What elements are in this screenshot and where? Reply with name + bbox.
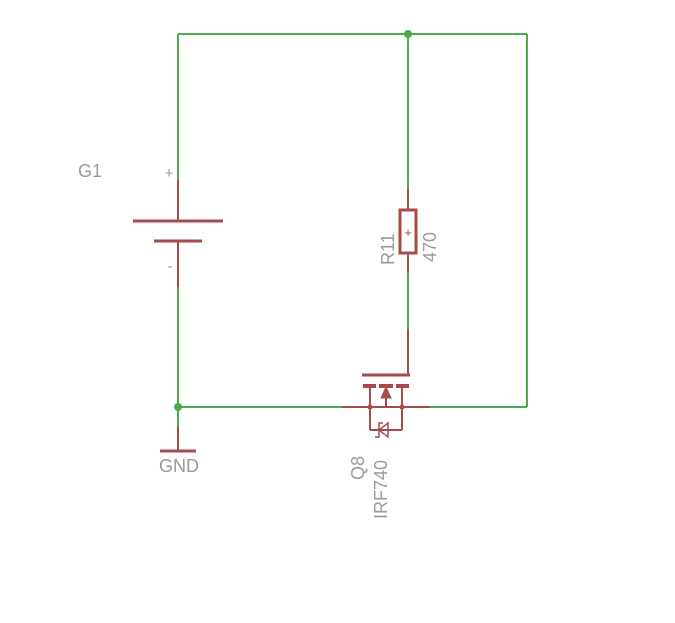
ground-label: GND [159,456,199,476]
mosfet-dot-left [367,404,373,410]
mosfet-name: Q8 [348,456,368,480]
battery-symbol [133,180,223,287]
resistor-plus-marker: + [404,225,412,240]
mosfet-arrow [380,385,392,399]
mosfet-dot-right [399,404,405,410]
wires [177,33,528,427]
resistor-symbol [398,190,418,272]
mosfet-diode-bar [375,422,383,438]
battery-name: G1 [78,161,102,181]
battery-minus-sign: - [168,258,173,275]
mosfet-diode-triangle [377,421,389,439]
ground-symbol [160,427,196,453]
battery-plus-sign: + [165,165,174,182]
mosfet-value: IRF740 [371,460,391,519]
junction-dot-bottom [174,403,182,411]
resistor-value: 470 [420,232,440,262]
resistor-name: R11 [378,233,398,265]
mosfet-symbol [342,330,430,439]
junction-dot-top [404,30,412,38]
